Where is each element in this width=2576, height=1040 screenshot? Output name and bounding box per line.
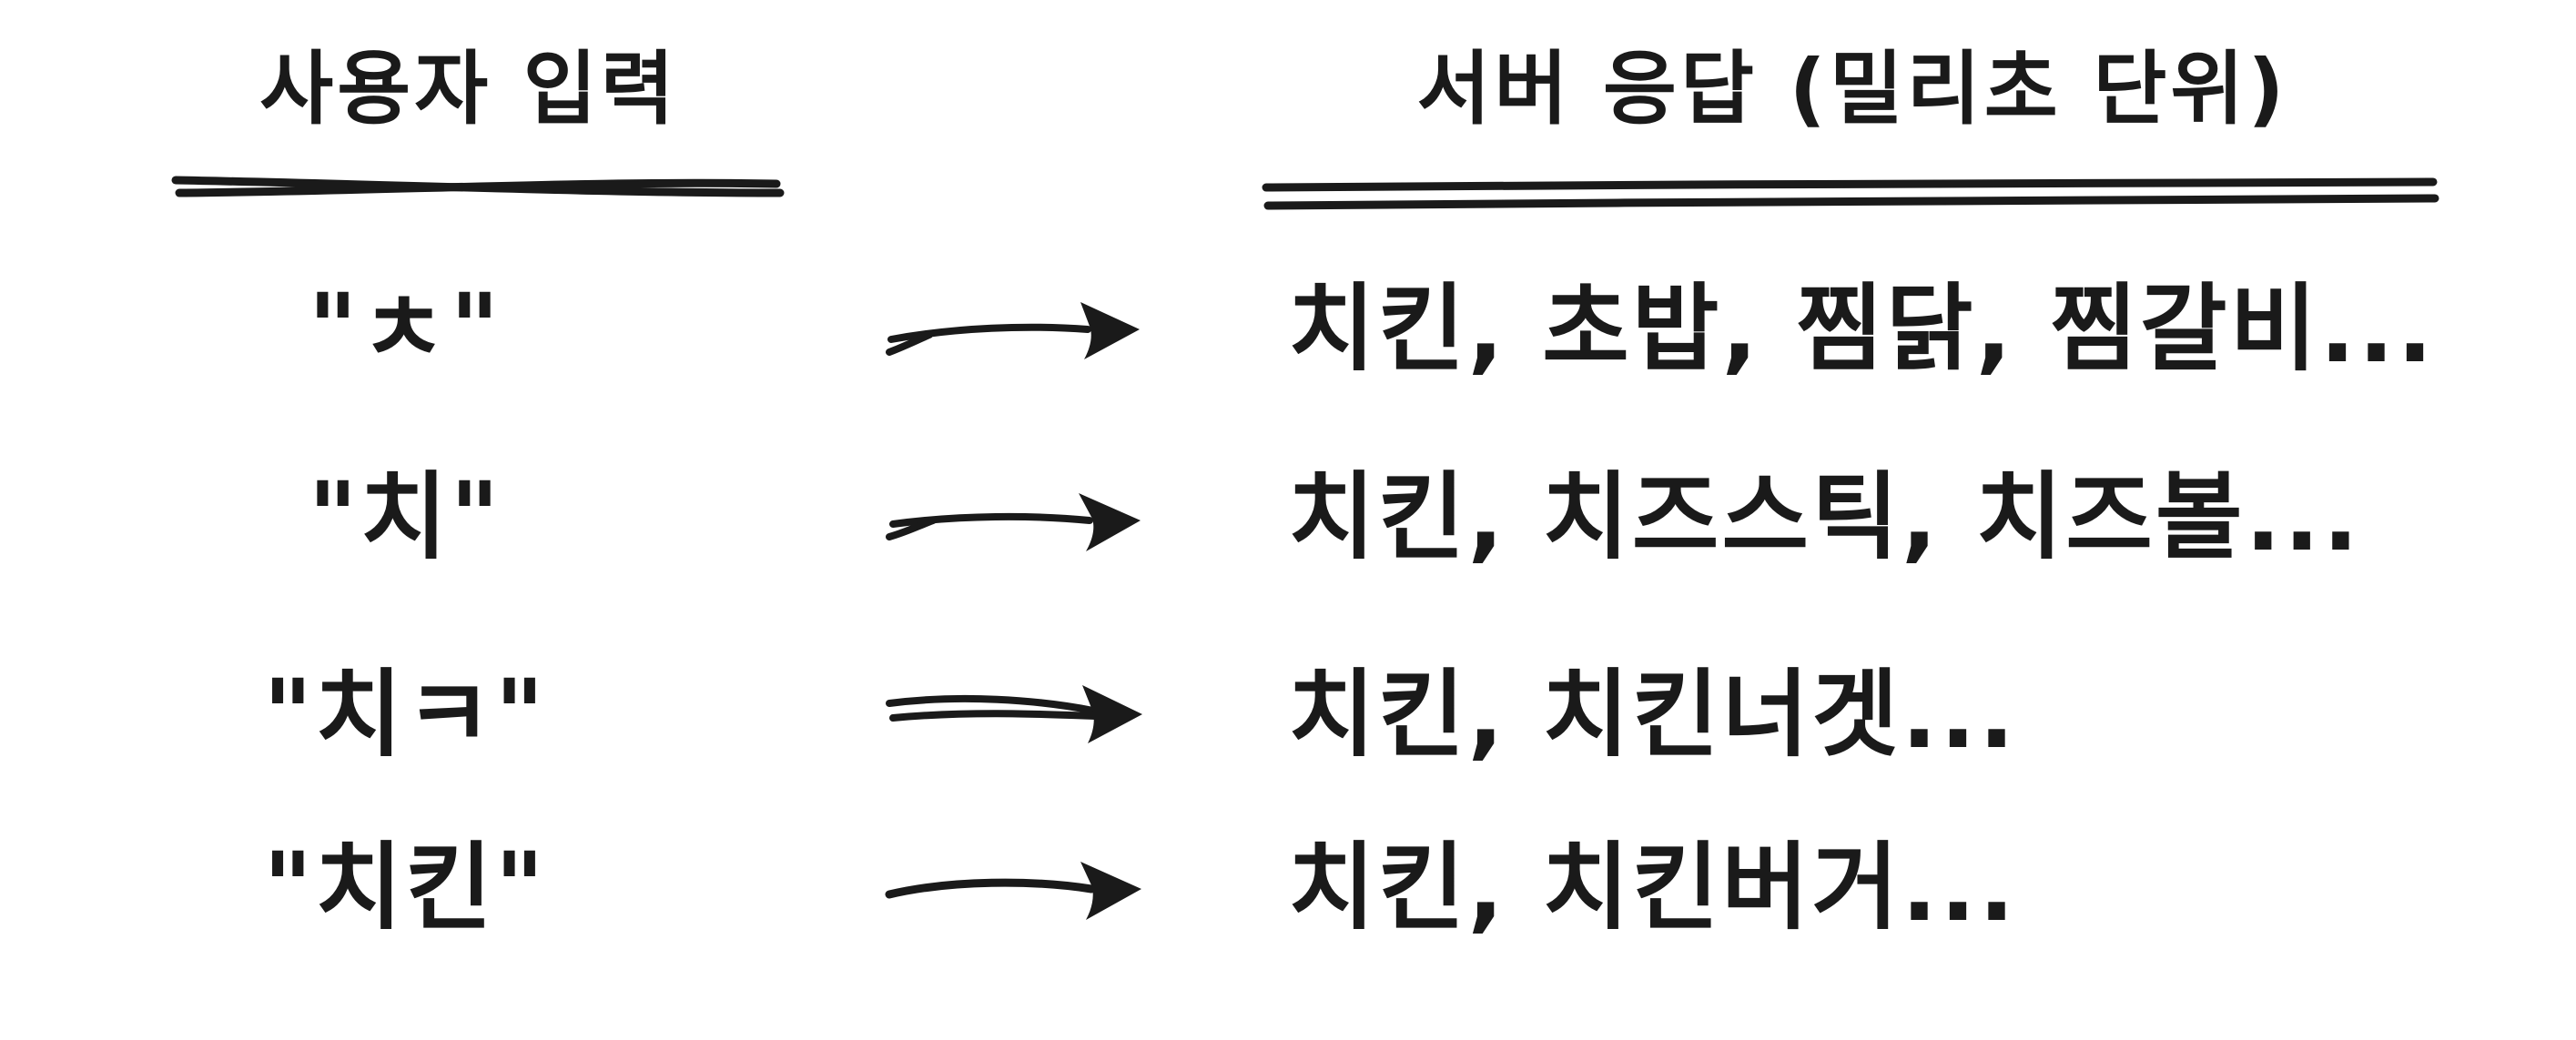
server-response-value: 치킨, 치킨너겟... (1288, 659, 2018, 770)
column-header-server-response: 서버 응답 (밀리초 단위) (1416, 42, 2288, 136)
table-row: "치킨" 치킨, 치킨버거... (0, 814, 2576, 960)
header-underline-left (171, 176, 785, 197)
user-input-value: "치ㅋ" (263, 659, 547, 770)
arrow-right-icon (886, 302, 1140, 359)
server-response-value: 치킨, 치즈스틱, 치즈볼... (1288, 461, 2362, 572)
column-header-user-input: 사용자 입력 (259, 42, 678, 136)
user-input-value: "치" (308, 461, 502, 572)
header-underline-right (1262, 177, 2439, 210)
server-response-value: 치킨, 치킨버거... (1288, 832, 2018, 943)
arrow-right-icon (885, 862, 1141, 920)
table-row: "치ㅋ" 치킨, 치킨너겟... (0, 641, 2576, 787)
table-row: "ㅊ" 치킨, 초밥, 찜닭, 찜갈비... (0, 256, 2576, 401)
arrow-right-icon (886, 493, 1141, 551)
server-response-value: 치킨, 초밥, 찜닭, 찜갈비... (1288, 273, 2436, 384)
user-input-value: "치킨" (263, 832, 547, 943)
arrow-right-icon (886, 685, 1142, 743)
table-row: "치" 치킨, 치즈스틱, 치즈볼... (0, 444, 2576, 590)
user-input-value: "ㅊ" (308, 273, 502, 384)
